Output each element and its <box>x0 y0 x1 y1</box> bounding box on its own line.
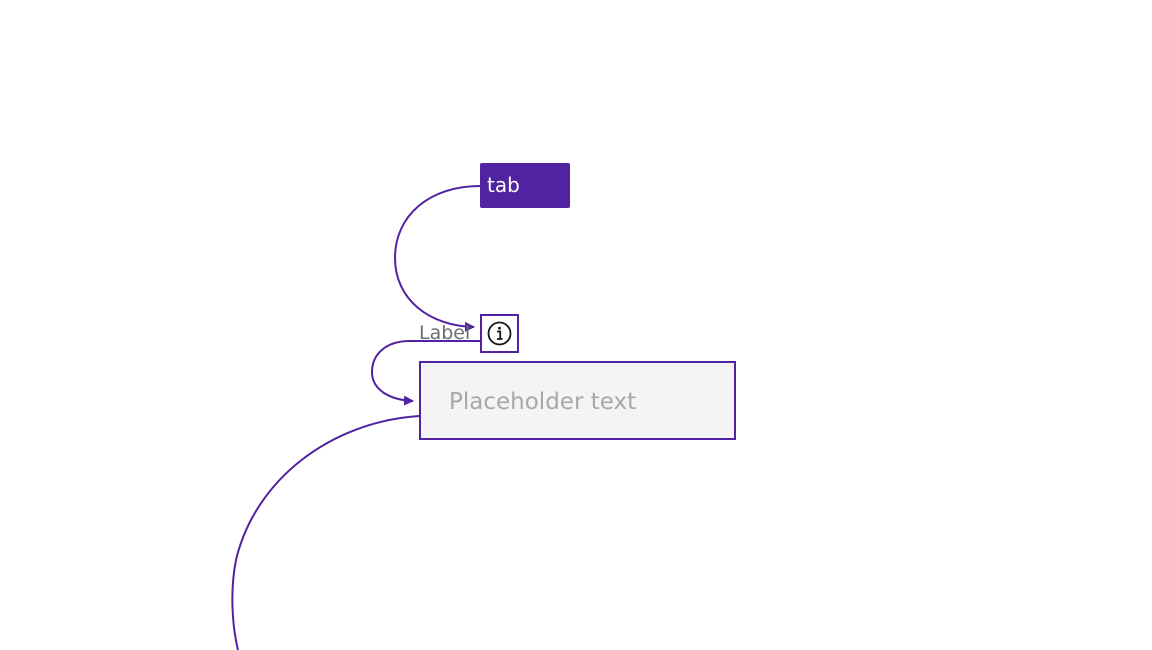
tab-button[interactable]: tab <box>480 163 570 208</box>
connector-input-to-next <box>231 415 420 650</box>
text-input[interactable]: Placeholder text <box>419 361 736 440</box>
connector-info-to-input <box>370 340 480 406</box>
info-button[interactable] <box>480 314 519 353</box>
tab-label: tab <box>487 173 520 197</box>
connector-tab-to-info <box>393 185 481 332</box>
field-label: Label <box>419 322 471 344</box>
input-placeholder: Placeholder text <box>449 389 637 415</box>
info-circle-icon <box>487 321 512 346</box>
